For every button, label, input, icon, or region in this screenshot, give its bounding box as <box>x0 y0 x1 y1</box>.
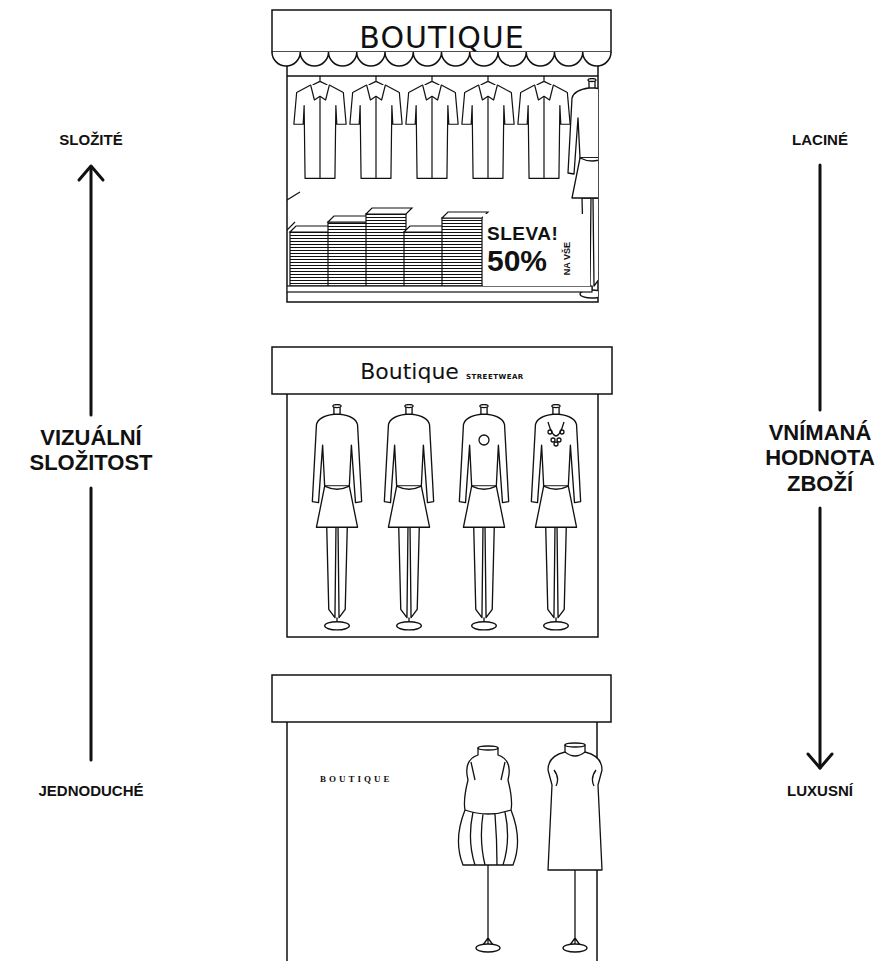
axis-end-label: LUXUSNÍ <box>760 782 880 799</box>
shop-header: BoutiqueSTREETWEAR <box>272 347 612 637</box>
axis-end-label: JEDNODUCHÉ <box>11 782 171 799</box>
sale-percent: 50% <box>487 245 558 277</box>
shop-subtitle: STREETWEAR <box>466 373 524 381</box>
shop-sign-text: BOUTIQUE <box>320 774 393 784</box>
axis-end-label: SLOŽITÉ <box>11 131 171 148</box>
sale-title: SLEVA! <box>487 223 558 245</box>
shop-window: BOUTIQUE <box>272 675 611 961</box>
axis-title: VIZUÁLNÍ SLOŽITOST <box>11 425 171 476</box>
sale-note: NA VŠE <box>562 242 572 275</box>
axis-end-label: LACINÉ <box>760 131 880 148</box>
shop-awning: BOUTIQUE SLEVA!50% NA VŠE <box>272 10 612 302</box>
axis-title: VNÍMANÁ HODNOTA ZBOŽÍ <box>760 420 880 496</box>
header-row: BoutiqueSTREETWEAR <box>272 347 612 394</box>
shop-sign-text: Boutique <box>360 359 459 384</box>
sale-column: SLEVA!50% <box>487 223 558 277</box>
shop-sign-text: BOUTIQUE <box>272 20 612 56</box>
sale-sign: SLEVA!50% NA VŠE <box>483 214 590 286</box>
